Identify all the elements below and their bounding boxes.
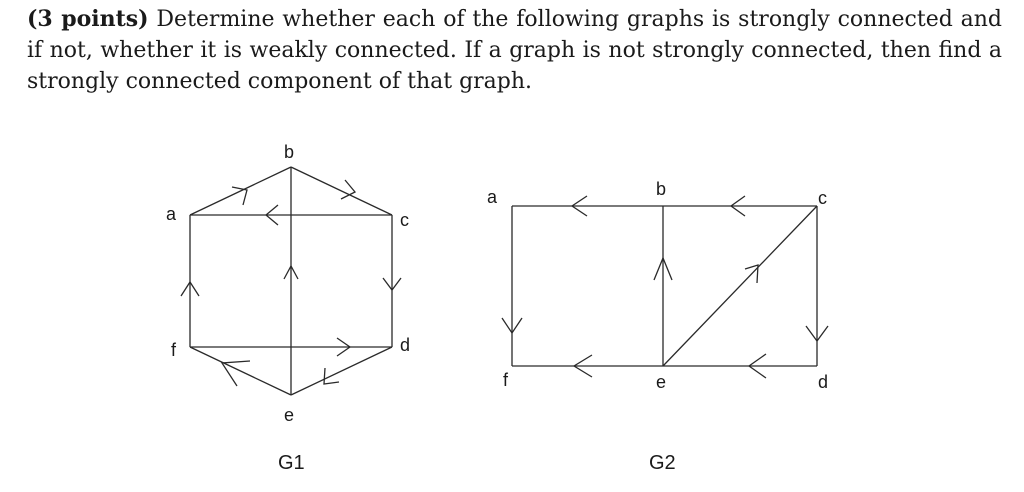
g1-arrow-f-a [180,280,200,297]
g2-arrow-e-f [572,354,593,378]
g1-arrow-a-b [231,186,248,206]
g1-edge-d-e [290,346,393,396]
g2-edge-e-c [662,205,818,367]
g1-arrow-e-f [220,360,251,387]
g2-label-b: b [656,179,666,199]
g2-arrow-d-e [747,353,767,379]
g2-label-c: c [818,188,827,208]
problem-text: Determine whether each of the following … [27,7,1002,94]
points-label: (3 points) [27,6,149,32]
g1-arrow-c-a [264,204,279,226]
graph-g2: a b c d e f G2 [487,179,829,474]
g1-edge-a-b [189,166,292,216]
g1-label-a: a [166,204,177,224]
graph-g1: a b c d e f G1 [166,142,410,474]
g1-label-c: c [400,210,409,230]
g2-label-f: f [503,370,509,390]
g2-arrow-e-b [653,256,673,281]
g1-arrow-b-c [340,179,357,200]
g2-arrow-c-b [729,195,746,217]
g2-label-d: d [818,372,828,392]
g1-edge-b-c [290,166,393,216]
g2-arrow-e-c [744,264,759,284]
g1-label-d: d [400,335,410,355]
g1-label-e: e [284,405,294,425]
g2-arrow-a-f [501,317,523,335]
g1-caption: G1 [278,452,305,474]
g1-label-b: b [284,142,294,162]
problem-statement: (3 points) Determine whether each of the… [27,4,1002,97]
g1-arrow-f-d [336,337,352,357]
g1-arrow-c-d [382,277,402,292]
g2-label-a: a [487,187,498,207]
g1-arrow-e-b [283,264,299,280]
g2-caption: G2 [649,452,676,474]
g2-arrow-b-a [570,195,588,217]
g1-edge-e-f [189,346,292,396]
g2-arrow-c-d [805,325,829,343]
g1-arrow-d-e [323,367,340,385]
g1-label-f: f [171,340,177,360]
g2-label-e: e [656,372,666,392]
